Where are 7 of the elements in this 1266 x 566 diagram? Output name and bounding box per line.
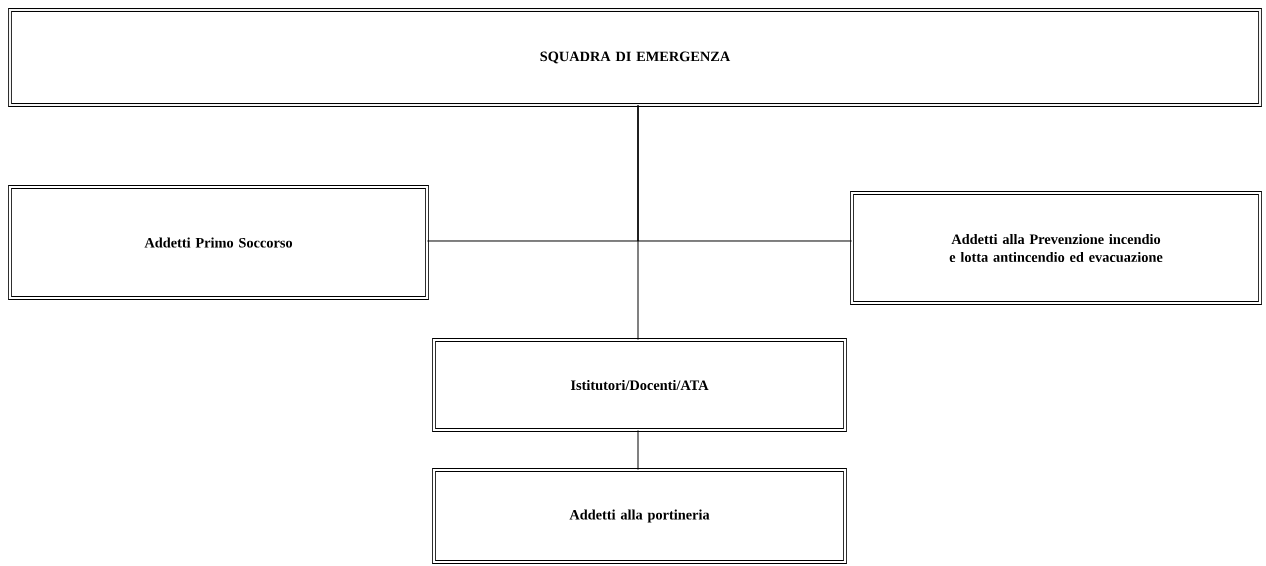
role-box: Istitutori/Docenti/ATA [432, 338, 847, 432]
role-box: Addetti Primo Soccorso [8, 185, 429, 300]
connector-line [637, 104, 639, 341]
header-box: SQUADRA DI EMERGENZA [8, 8, 1262, 107]
role-box: Addetti alla Prevenzione incendio e lotta antincendio ed evacuazione [850, 191, 1262, 305]
connector-line [637, 429, 639, 471]
role-box: Addetti alla portineria [432, 468, 847, 564]
